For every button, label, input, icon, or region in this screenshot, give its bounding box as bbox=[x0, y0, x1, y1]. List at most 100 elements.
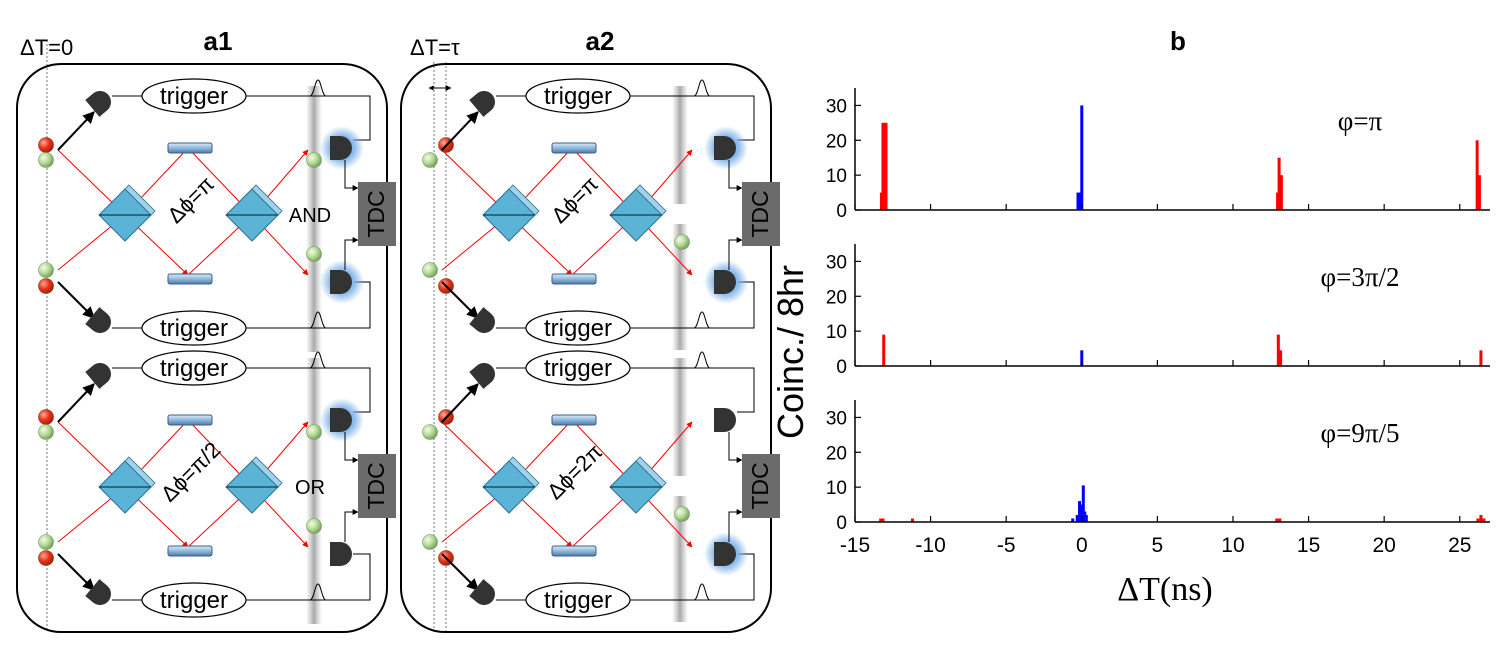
detector-icon bbox=[714, 542, 736, 566]
idler-photon bbox=[422, 424, 438, 440]
trigger-detector-icon bbox=[469, 579, 495, 605]
x-tick-label: 0 bbox=[1076, 534, 1088, 557]
trigger-detector-icon bbox=[469, 307, 495, 333]
phase-annotation: φ=9π/5 bbox=[1321, 418, 1400, 448]
x-axis-label: ΔT(ns) bbox=[1117, 571, 1213, 608]
signal-photon bbox=[38, 409, 54, 425]
trigger-detector bbox=[469, 579, 495, 605]
detector-icon bbox=[330, 270, 352, 294]
tdc-box bbox=[742, 182, 780, 246]
y-axis-label: Coinc./ 8hr bbox=[770, 265, 811, 439]
phase-annotation: φ=3π/2 bbox=[1321, 262, 1400, 292]
mirror bbox=[167, 273, 213, 285]
x-tick-label: 5 bbox=[1152, 534, 1164, 557]
beamsplitter-cube bbox=[225, 456, 283, 514]
beamsplitter-cube bbox=[482, 184, 540, 242]
tdc-box bbox=[358, 454, 396, 518]
histogram-bar bbox=[1071, 518, 1075, 522]
tdc-box bbox=[358, 182, 396, 246]
trigger-detector bbox=[85, 307, 111, 333]
pulse-shape bbox=[680, 351, 724, 369]
idler-photon bbox=[38, 262, 54, 278]
detector-icon bbox=[330, 408, 352, 432]
beamsplitter-cube bbox=[609, 184, 667, 242]
trigger-label: trigger bbox=[544, 355, 612, 382]
detector-icon bbox=[330, 136, 352, 160]
x-tick-label: -10 bbox=[915, 534, 945, 557]
trigger-label: trigger bbox=[160, 587, 228, 614]
detector-icon bbox=[330, 542, 352, 566]
detector-icon bbox=[714, 270, 736, 294]
idler-photon bbox=[422, 152, 438, 168]
histogram-bar bbox=[1279, 350, 1283, 366]
trigger-detector-icon bbox=[85, 307, 111, 333]
phase-label: Δϕ=π bbox=[162, 171, 219, 228]
tdc-label: TDC bbox=[363, 462, 389, 509]
herald-arrow bbox=[57, 553, 95, 591]
histogram-bar bbox=[1081, 485, 1085, 522]
trigger-detector bbox=[469, 307, 495, 333]
x-tick-label: 15 bbox=[1297, 534, 1320, 557]
temporal-window-shadow bbox=[672, 496, 688, 622]
tdc-arrow bbox=[344, 432, 359, 463]
tdc-arrow bbox=[344, 509, 359, 542]
tdc-arrow bbox=[728, 509, 743, 542]
y-tick-label: 20 bbox=[826, 443, 847, 464]
mirror bbox=[551, 273, 597, 285]
herald-arrow bbox=[441, 111, 479, 151]
histogram-bar bbox=[1080, 350, 1084, 366]
histogram-bar bbox=[1475, 140, 1479, 210]
idler-photon bbox=[38, 424, 54, 440]
y-tick-label: 10 bbox=[826, 322, 847, 343]
beamsplitter-top bbox=[635, 184, 667, 216]
signal-photon bbox=[38, 137, 54, 153]
x-tick-label: -5 bbox=[997, 534, 1016, 557]
histogram-bar bbox=[1278, 518, 1282, 522]
mirror bbox=[551, 414, 597, 426]
beamsplitter-top bbox=[124, 456, 156, 488]
idler-photon bbox=[306, 424, 322, 440]
mirror bbox=[167, 545, 213, 557]
mirror bbox=[167, 414, 213, 426]
y-tick-label: 0 bbox=[836, 201, 847, 222]
histogram-bar bbox=[884, 122, 888, 210]
histogram-bar bbox=[1482, 518, 1486, 522]
trigger-detector-icon bbox=[469, 363, 495, 389]
phase-annotation: φ=π bbox=[1338, 106, 1383, 136]
temporal-window-shadow bbox=[672, 358, 688, 476]
trigger-detector-icon bbox=[85, 579, 111, 605]
herald-arrow bbox=[57, 383, 95, 423]
y-tick-label: 0 bbox=[836, 513, 847, 534]
beamsplitter-top bbox=[508, 456, 540, 488]
trigger-label: trigger bbox=[160, 315, 228, 342]
herald-arrow bbox=[441, 383, 479, 423]
tdc-label: TDC bbox=[363, 190, 389, 237]
idler-photon bbox=[306, 152, 322, 168]
y-tick-label: 30 bbox=[826, 408, 847, 429]
histogram-bar bbox=[910, 518, 914, 522]
tdc-box bbox=[742, 454, 780, 518]
histogram-bar bbox=[1080, 105, 1084, 210]
y-tick-label: 20 bbox=[826, 287, 847, 308]
y-tick-label: 10 bbox=[826, 166, 847, 187]
pulse-shape bbox=[296, 351, 340, 369]
pulse-shape bbox=[296, 311, 340, 329]
histogram-bar bbox=[1275, 518, 1279, 522]
pulse-shape bbox=[296, 583, 340, 601]
tdc-arrow bbox=[344, 237, 359, 270]
y-tick-label: 0 bbox=[836, 357, 847, 378]
histogram-bar bbox=[1479, 350, 1483, 366]
trigger-label: trigger bbox=[544, 315, 612, 342]
beamsplitter-top bbox=[508, 184, 540, 216]
idler-photon bbox=[422, 262, 438, 278]
histogram-bar bbox=[1479, 515, 1483, 522]
histogram-bar bbox=[1080, 504, 1084, 522]
histogram-bar bbox=[1078, 192, 1082, 210]
